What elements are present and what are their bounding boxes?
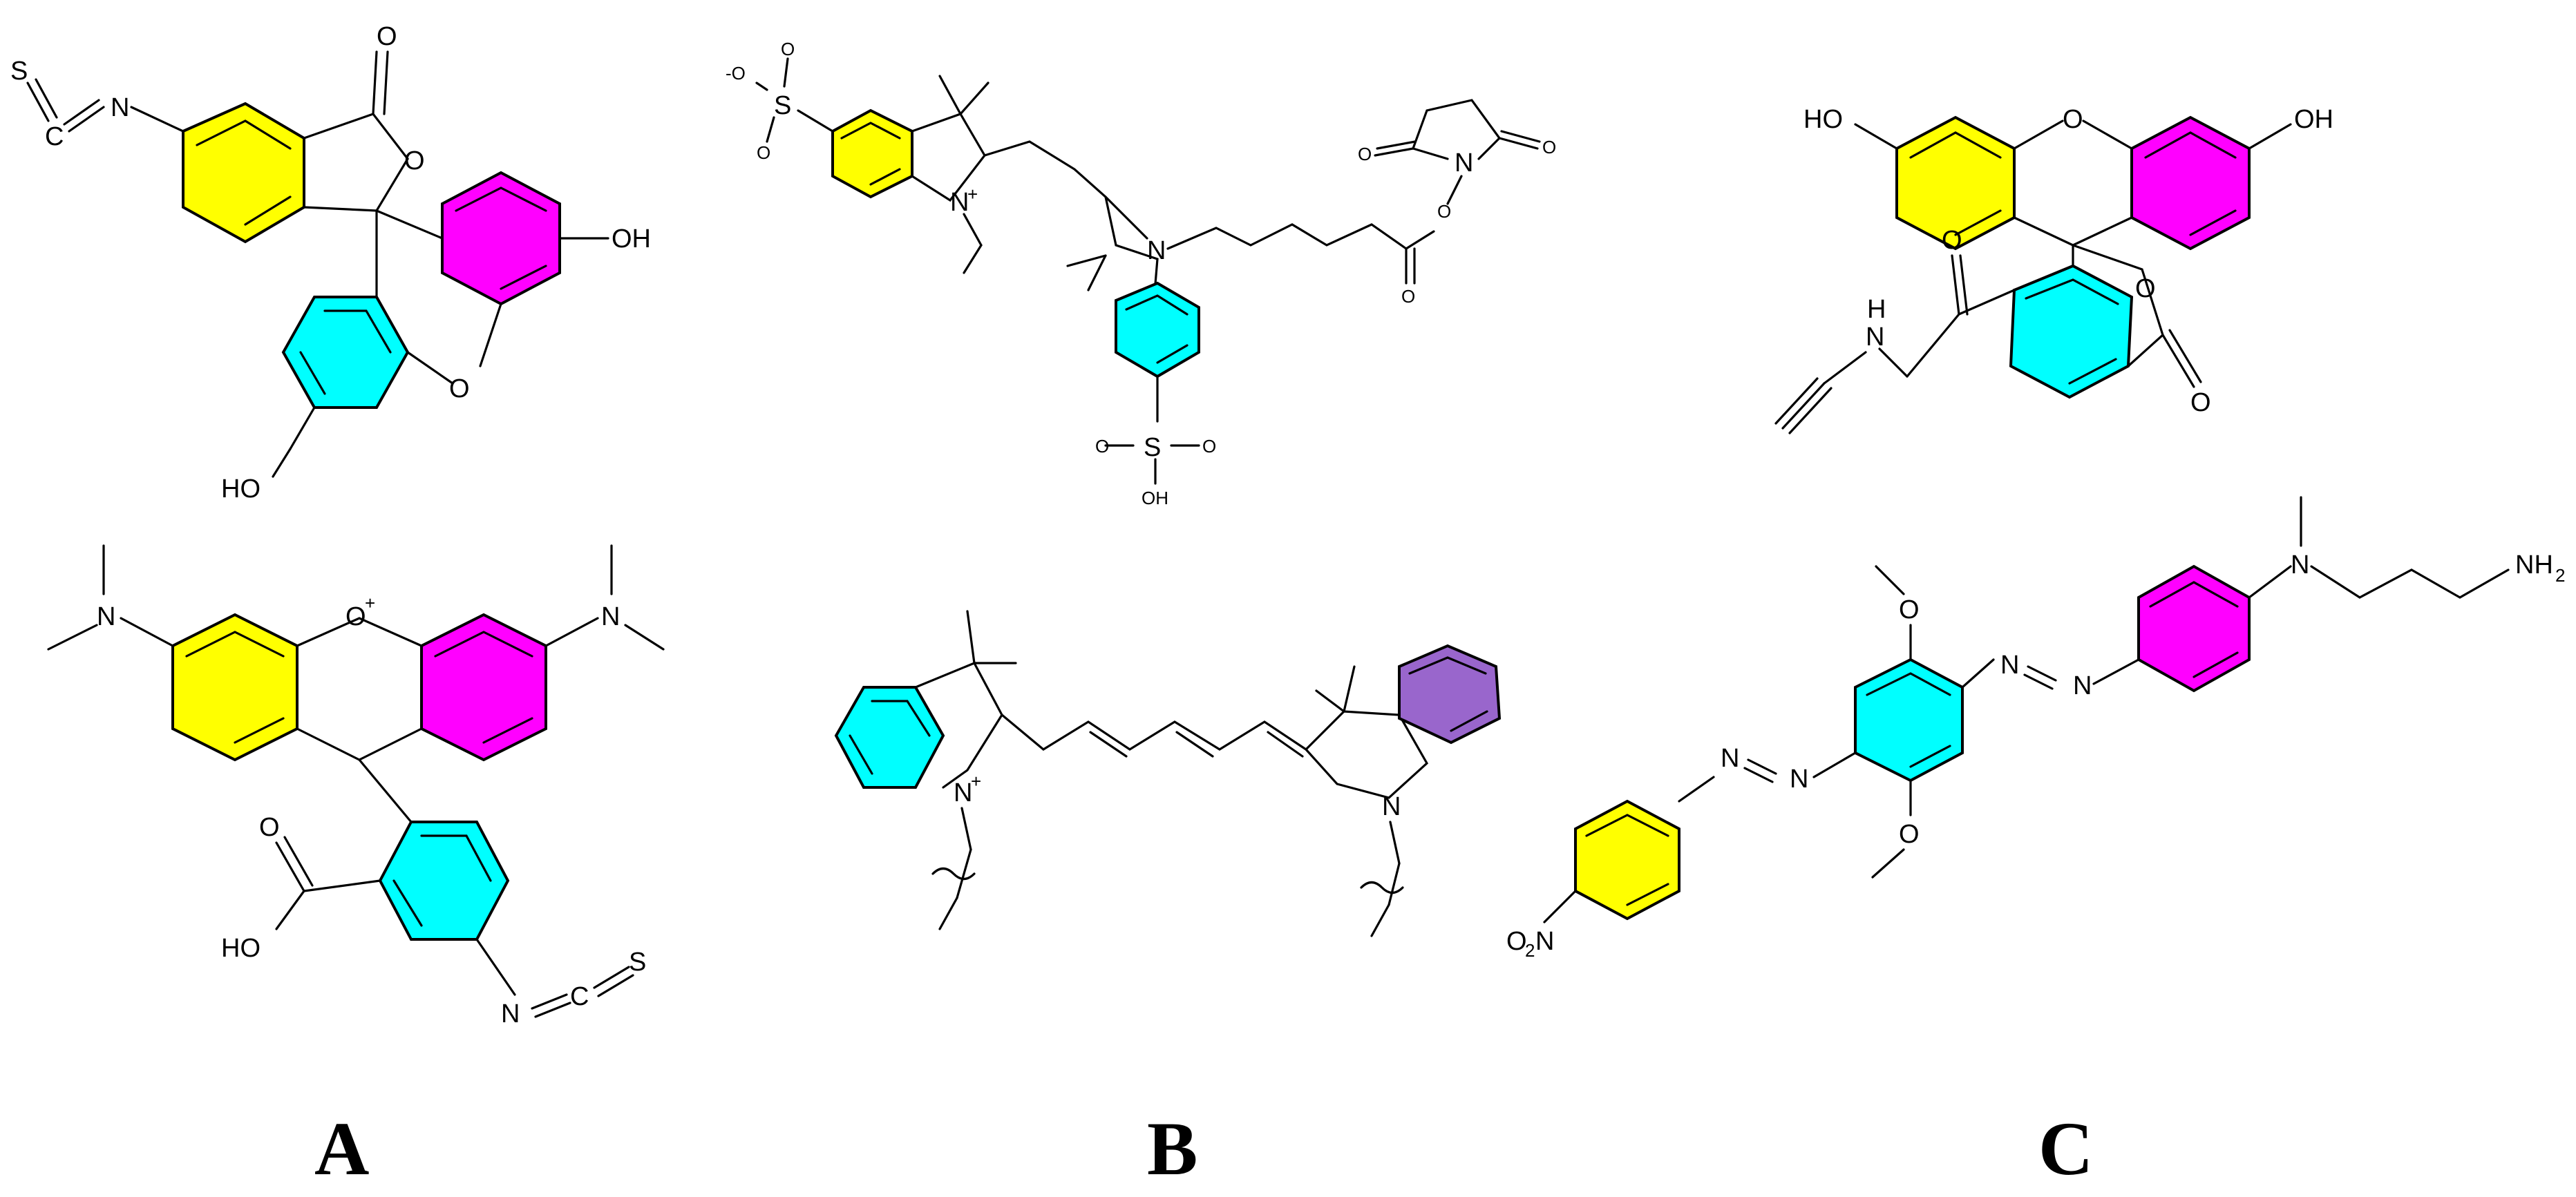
atom-o-sulf-2: O [757, 142, 770, 163]
atom-n-nhs: N [1455, 149, 1473, 178]
atom-azo-n4: N [1721, 744, 1739, 773]
atom-oh-c: OH [2294, 105, 2333, 134]
atom-ome-o-2: O [1899, 820, 1920, 849]
atom-o-ester: O [1401, 286, 1415, 307]
purple-ring [1398, 644, 1502, 745]
atom-n-nme2-left: N [97, 602, 115, 631]
atom-o-sulf-1: O [781, 39, 795, 59]
atom-xanthene-o: O [449, 374, 470, 403]
atom-nh2: NH [2515, 550, 2553, 580]
atom-s-so3h: S [1144, 433, 1161, 462]
atom-azo-n1: N [2073, 671, 2092, 700]
molecule-fitc: O O N C S OH O HO [10, 22, 651, 504]
atom-nplus-cy5: N [954, 778, 972, 807]
magenta-ring-c2 [2137, 564, 2251, 693]
atom-oh-so3h: OH [1142, 488, 1168, 508]
atom-carbonyl-o-c: O [2190, 388, 2211, 417]
atom-nitro-o: O [1506, 927, 1527, 956]
atom-xanthene-o-c: O [2063, 105, 2083, 134]
panel-label-a: A [314, 1107, 369, 1191]
atom-n-nme2-right: N [601, 602, 620, 631]
panel-label-c: C [2038, 1107, 2093, 1191]
atom-oh-right: OH [612, 224, 651, 253]
atom-nplus-b: N [950, 188, 969, 217]
molecule-tritc: O + N N O HO N C S [47, 544, 665, 1028]
atom-o-minus: -O [726, 63, 746, 84]
molecule-sulfo-cy3-nhs: N + S -O O O N S O O OH O [726, 39, 1556, 508]
atom-oplus: O [345, 602, 366, 631]
cyan-ring-c [2009, 264, 2134, 399]
atom-n-amine: N [2291, 550, 2309, 580]
atom-o-nhs-2: O [1542, 137, 1556, 157]
yellow-ring-c2 [1574, 799, 1680, 921]
atom-nitro-sub: 2 [1525, 940, 1535, 961]
atom-s-ncs: S [10, 57, 28, 86]
atom-o-so3h-1: O [1095, 436, 1109, 457]
atom-n-cy5: N [1382, 792, 1401, 821]
atom-o-so3h-2: O [1202, 436, 1216, 457]
atom-s-sulfonate: S [774, 91, 791, 120]
cyan-ring [281, 296, 410, 409]
panel-label-b: B [1147, 1107, 1197, 1191]
molecule-azo-quencher: N NH 2 N N O O N N O 2 N [1506, 496, 2565, 961]
atom-nplus-cy5-charge: + [971, 771, 981, 792]
atom-ho-c: HO [1803, 105, 1843, 134]
cyan-ring-2 [378, 821, 510, 941]
magenta-ring-2 [420, 613, 547, 762]
atom-o-ester-2: O [1437, 201, 1451, 222]
yellow-ring [182, 102, 305, 244]
cyan-ring-c2 [1854, 658, 1964, 783]
atom-lactone-o: O [404, 146, 425, 175]
atom-lactone-o-c: O [2135, 274, 2156, 303]
magenta-ring-c [2130, 115, 2251, 251]
atom-c-ncs-2: C [570, 982, 589, 1011]
magenta-ring [441, 171, 561, 306]
atom-n-ncs-2: N [501, 999, 520, 1028]
molecule-cy5-core: N + N [834, 610, 1502, 937]
atom-o-nhs-1: O [1358, 144, 1372, 164]
atom-n-b2: N [1147, 236, 1166, 265]
atom-oplus-charge: + [365, 593, 375, 613]
atom-cooh-o: O [259, 813, 280, 842]
atom-c-ncs: C [45, 122, 64, 151]
atom-cooh-oh: HO [221, 934, 261, 963]
atom-azo-n2: N [2000, 651, 2019, 680]
atom-amide-o: O [1942, 226, 1962, 255]
atom-ho-left: HO [221, 475, 261, 504]
atom-ome-o-1: O [1899, 595, 1920, 624]
atom-carbonyl-o: O [377, 22, 397, 51]
yellow-ring-2 [171, 613, 299, 762]
atom-s-ncs-2: S [629, 948, 646, 977]
atom-nplus-b-charge: + [967, 184, 978, 204]
molecule-alkyne-fluorescein: O HO OH O O O N H [1774, 105, 2333, 434]
atom-h-amide: H [1867, 295, 1886, 324]
atom-nh2-sub: 2 [2555, 565, 2565, 586]
atom-nitro-n: N [1535, 927, 1554, 956]
atom-n-amide: N [1866, 323, 1884, 352]
cyan-ring-b [1115, 281, 1200, 379]
atom-azo-n3: N [1790, 765, 1808, 794]
atom-n-ncs: N [111, 93, 129, 122]
